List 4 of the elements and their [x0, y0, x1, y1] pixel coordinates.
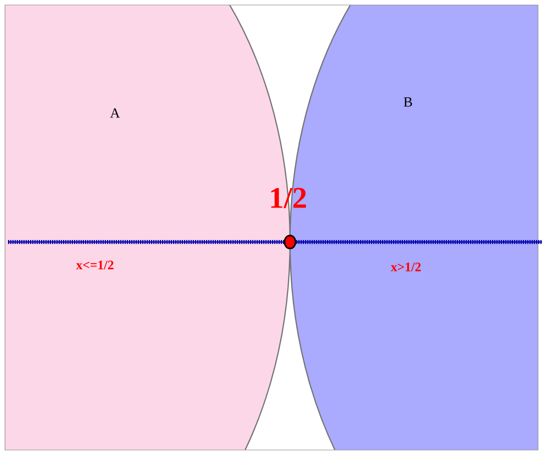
- region-label: x>1/2: [390, 262, 421, 272]
- region-label: x<=1/2: [76, 260, 114, 270]
- region-name: B: [404, 97, 412, 107]
- region-name: A: [110, 108, 120, 118]
